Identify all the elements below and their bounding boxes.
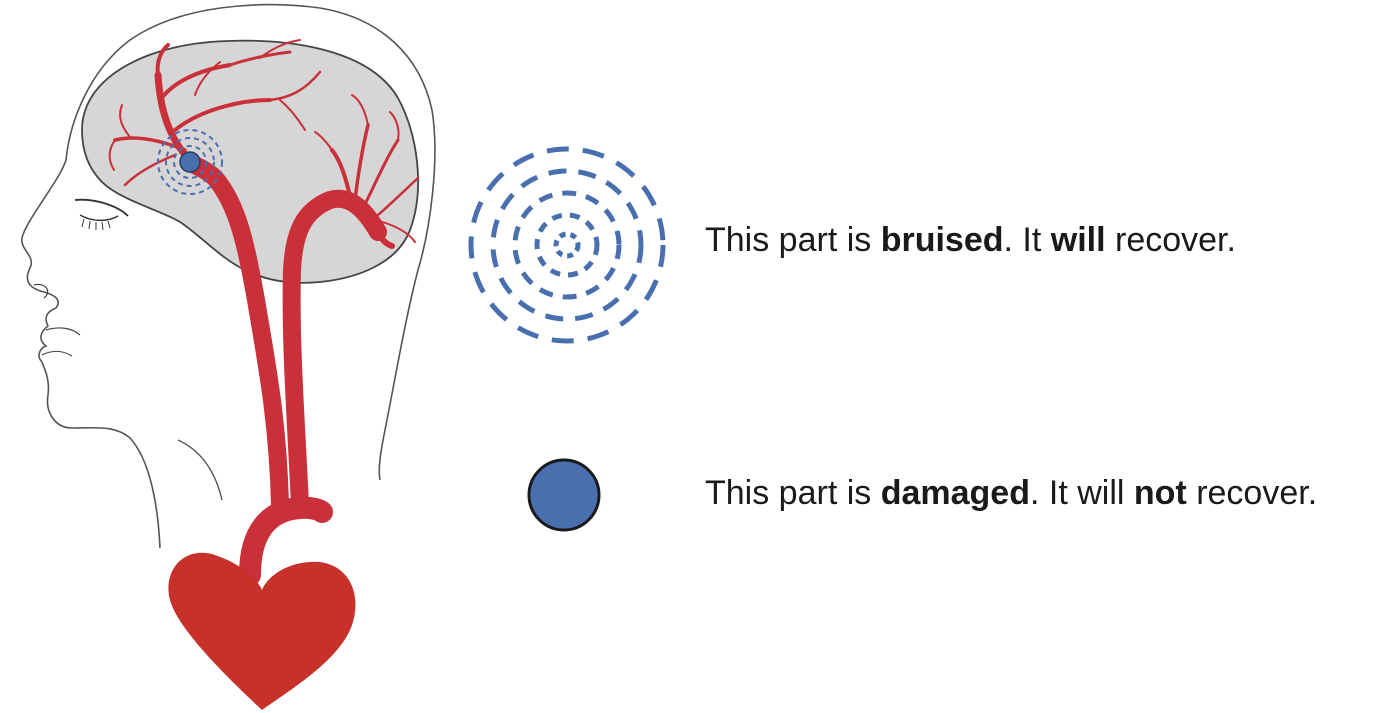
legend-damaged-keyword: damaged [881, 474, 1030, 512]
legend-bruised-suffix: recover. [1106, 221, 1236, 259]
legend-damaged-prefix: This part is [705, 474, 881, 512]
injury-dot [180, 152, 200, 172]
legend-bruised-keyword: bruised [881, 221, 1004, 259]
legend-damaged-suffix: recover. [1187, 474, 1317, 512]
head-brain-heart-illustration [0, 0, 700, 713]
legend-bruised-prefix: This part is [705, 221, 881, 259]
heart [168, 553, 355, 710]
dashed-concentric-rings-icon [462, 140, 672, 350]
legend-bruised-label: This part is bruised. It will recover. [705, 220, 1236, 260]
closed-eye [75, 200, 128, 216]
legend-damaged-middle: . It will [1030, 474, 1134, 512]
solid-blue-dot-icon [526, 457, 602, 533]
legend-bruised-middle: . It [1004, 221, 1051, 259]
legend-damaged-emphasis: not [1134, 474, 1187, 512]
legend-damaged-label: This part is damaged. It will not recove… [705, 473, 1317, 513]
legend-bruised-emphasis: will [1051, 221, 1106, 259]
